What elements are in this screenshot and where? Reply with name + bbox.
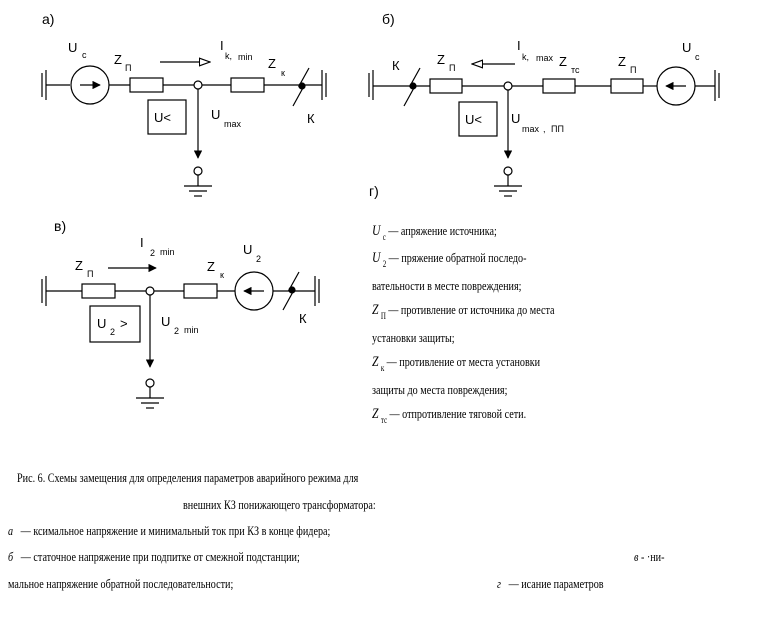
svg-text:k,: k, bbox=[225, 51, 232, 61]
svg-text:Z: Z bbox=[268, 56, 276, 71]
svg-text:I: I bbox=[140, 235, 144, 250]
svg-text:min: min bbox=[238, 52, 253, 62]
svg-text:к: к bbox=[281, 68, 285, 78]
svg-text:min: min bbox=[184, 325, 199, 335]
scheme-b-labels: К Z П I k, max Z тс Z П U c U< U max , П… bbox=[392, 38, 700, 134]
impedance-zp-v bbox=[81, 283, 116, 299]
svg-text:К: К bbox=[392, 58, 400, 73]
svg-text:П: П bbox=[87, 269, 93, 279]
impedance-zk-v bbox=[183, 283, 218, 299]
svg-text:2: 2 bbox=[174, 326, 179, 336]
svg-text:I: I bbox=[220, 38, 224, 53]
panel-v-label: в) bbox=[54, 218, 66, 234]
legend-line-7: защиты до места повреждения; bbox=[372, 382, 508, 397]
scheme-v: в) bbox=[41, 218, 320, 409]
legend-line-5: установки защиты; bbox=[372, 330, 455, 345]
impedance-zp-b-left bbox=[429, 78, 463, 94]
panel-a-label: а) bbox=[42, 11, 54, 27]
svg-text:U: U bbox=[68, 40, 77, 55]
relay-v-box bbox=[89, 305, 141, 343]
svg-text:к: к bbox=[220, 270, 224, 280]
panel-g-label: г) bbox=[369, 183, 379, 199]
caption-line-5: мальное напряжение обратной последовател… bbox=[8, 576, 234, 591]
svg-text:U<: U< bbox=[154, 110, 171, 125]
svg-text:U: U bbox=[243, 242, 252, 257]
svg-text:U: U bbox=[161, 314, 170, 329]
caption-line-3: а — ксимальное напряжение и минимальный … bbox=[8, 523, 331, 538]
svg-text:U<: U< bbox=[465, 112, 482, 127]
svg-text:>: > bbox=[120, 316, 128, 331]
caption-line-4: б — статочное напряжение при подпитке от… bbox=[8, 549, 300, 564]
scheme-v-labels: Z П I 2 min Z к U 2 U 2 > U 2 min К bbox=[75, 235, 307, 337]
caption-line-2: внешних КЗ понижающего трансформатора: bbox=[183, 497, 376, 512]
svg-text:2: 2 bbox=[256, 254, 261, 264]
svg-text:Z: Z bbox=[207, 259, 215, 274]
svg-text:П: П bbox=[125, 63, 131, 73]
caption-line-5-right: г — исание параметров bbox=[497, 576, 604, 591]
svg-text:тс: тс bbox=[571, 65, 580, 75]
svg-text:c: c bbox=[82, 50, 87, 60]
svg-text:c: c bbox=[695, 52, 700, 62]
impedance-zp-a bbox=[129, 77, 164, 93]
svg-text:Z: Z bbox=[75, 258, 83, 273]
svg-text:U: U bbox=[211, 107, 220, 122]
scheme-a: а) bbox=[41, 11, 327, 197]
svg-text:Z: Z bbox=[114, 52, 122, 67]
relay-a-box bbox=[147, 99, 187, 135]
svg-text:ПП: ПП bbox=[551, 124, 564, 134]
scheme-b: б) bbox=[368, 11, 720, 197]
panel-b-label: б) bbox=[382, 11, 395, 27]
scheme-a-labels: U c Z П I k, min Z к U< U max К bbox=[68, 38, 315, 129]
svg-text:К: К bbox=[299, 311, 307, 326]
svg-text:Z: Z bbox=[618, 54, 626, 69]
svg-text:min: min bbox=[160, 247, 175, 257]
impedance-zp-b-right bbox=[610, 78, 644, 94]
svg-text:I: I bbox=[517, 38, 521, 53]
svg-text:U: U bbox=[682, 40, 691, 55]
svg-text:Z: Z bbox=[559, 54, 567, 69]
svg-text:max: max bbox=[522, 124, 540, 134]
svg-text:П: П bbox=[630, 65, 636, 75]
svg-text:,: , bbox=[543, 124, 546, 134]
svg-text:Z: Z bbox=[437, 52, 445, 67]
legend-line-3: вательности в месте повреждения; bbox=[372, 278, 522, 293]
svg-text:max: max bbox=[536, 53, 554, 63]
svg-text:max: max bbox=[224, 119, 242, 129]
svg-text:2: 2 bbox=[150, 248, 155, 258]
caption-line-4-right: в - ·ни- bbox=[634, 549, 665, 564]
svg-text:k,: k, bbox=[522, 52, 529, 62]
svg-text:2: 2 bbox=[110, 327, 115, 337]
svg-text:К: К bbox=[307, 111, 315, 126]
svg-text:U: U bbox=[511, 111, 520, 126]
impedance-ztc-b bbox=[542, 78, 576, 94]
svg-text:U: U bbox=[97, 316, 106, 331]
relay-b-box bbox=[458, 101, 498, 137]
caption-line-1: Рис. 6. Схемы замещения для определения … bbox=[17, 470, 359, 485]
impedance-zk-a bbox=[230, 77, 265, 93]
svg-text:П: П bbox=[449, 63, 455, 73]
